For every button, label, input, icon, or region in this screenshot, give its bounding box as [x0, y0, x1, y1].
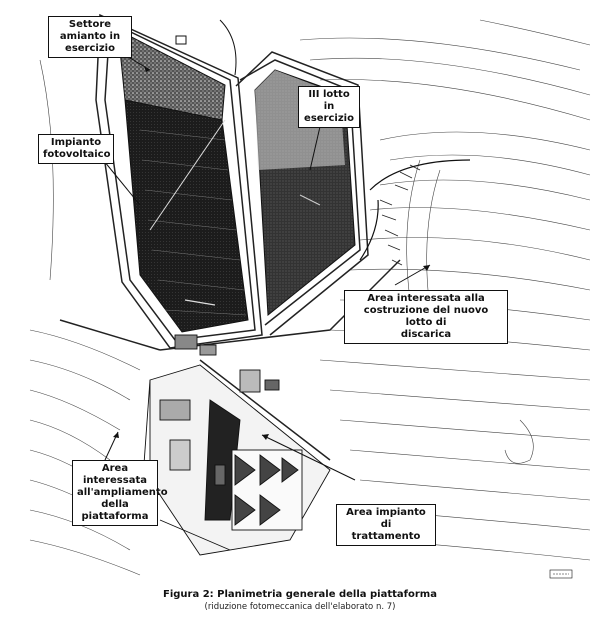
label-asbestos-sector: Settore amianto in esercizio: [48, 16, 132, 58]
photovoltaic-area: [124, 99, 249, 333]
label-photovoltaic-plant: Impianto fotovoltaico: [38, 134, 114, 164]
arrow-heads: [113, 66, 430, 440]
label-treatment-plant-area: Area impianto di trattamento: [336, 504, 436, 546]
figure-caption-title: Figura 2: Planimetria generale della pia…: [163, 589, 437, 600]
entrance-structures: [174, 334, 280, 393]
pv-panel-rows: [139, 129, 247, 316]
figure-caption-subtitle: (riduzione fotomeccanica dell'elaborato …: [204, 602, 396, 612]
label-new-landfill-area: Area interessata alla costruzione del nu…: [344, 290, 508, 344]
label-third-lot: III lotto in esercizio: [298, 86, 360, 128]
treatment-plant: [139, 364, 331, 556]
pv-diagonal-line: [149, 119, 226, 231]
slope-hatching: [379, 164, 421, 266]
label-platform-expansion-area: Area interessata all'ampliamento della p…: [72, 460, 168, 526]
